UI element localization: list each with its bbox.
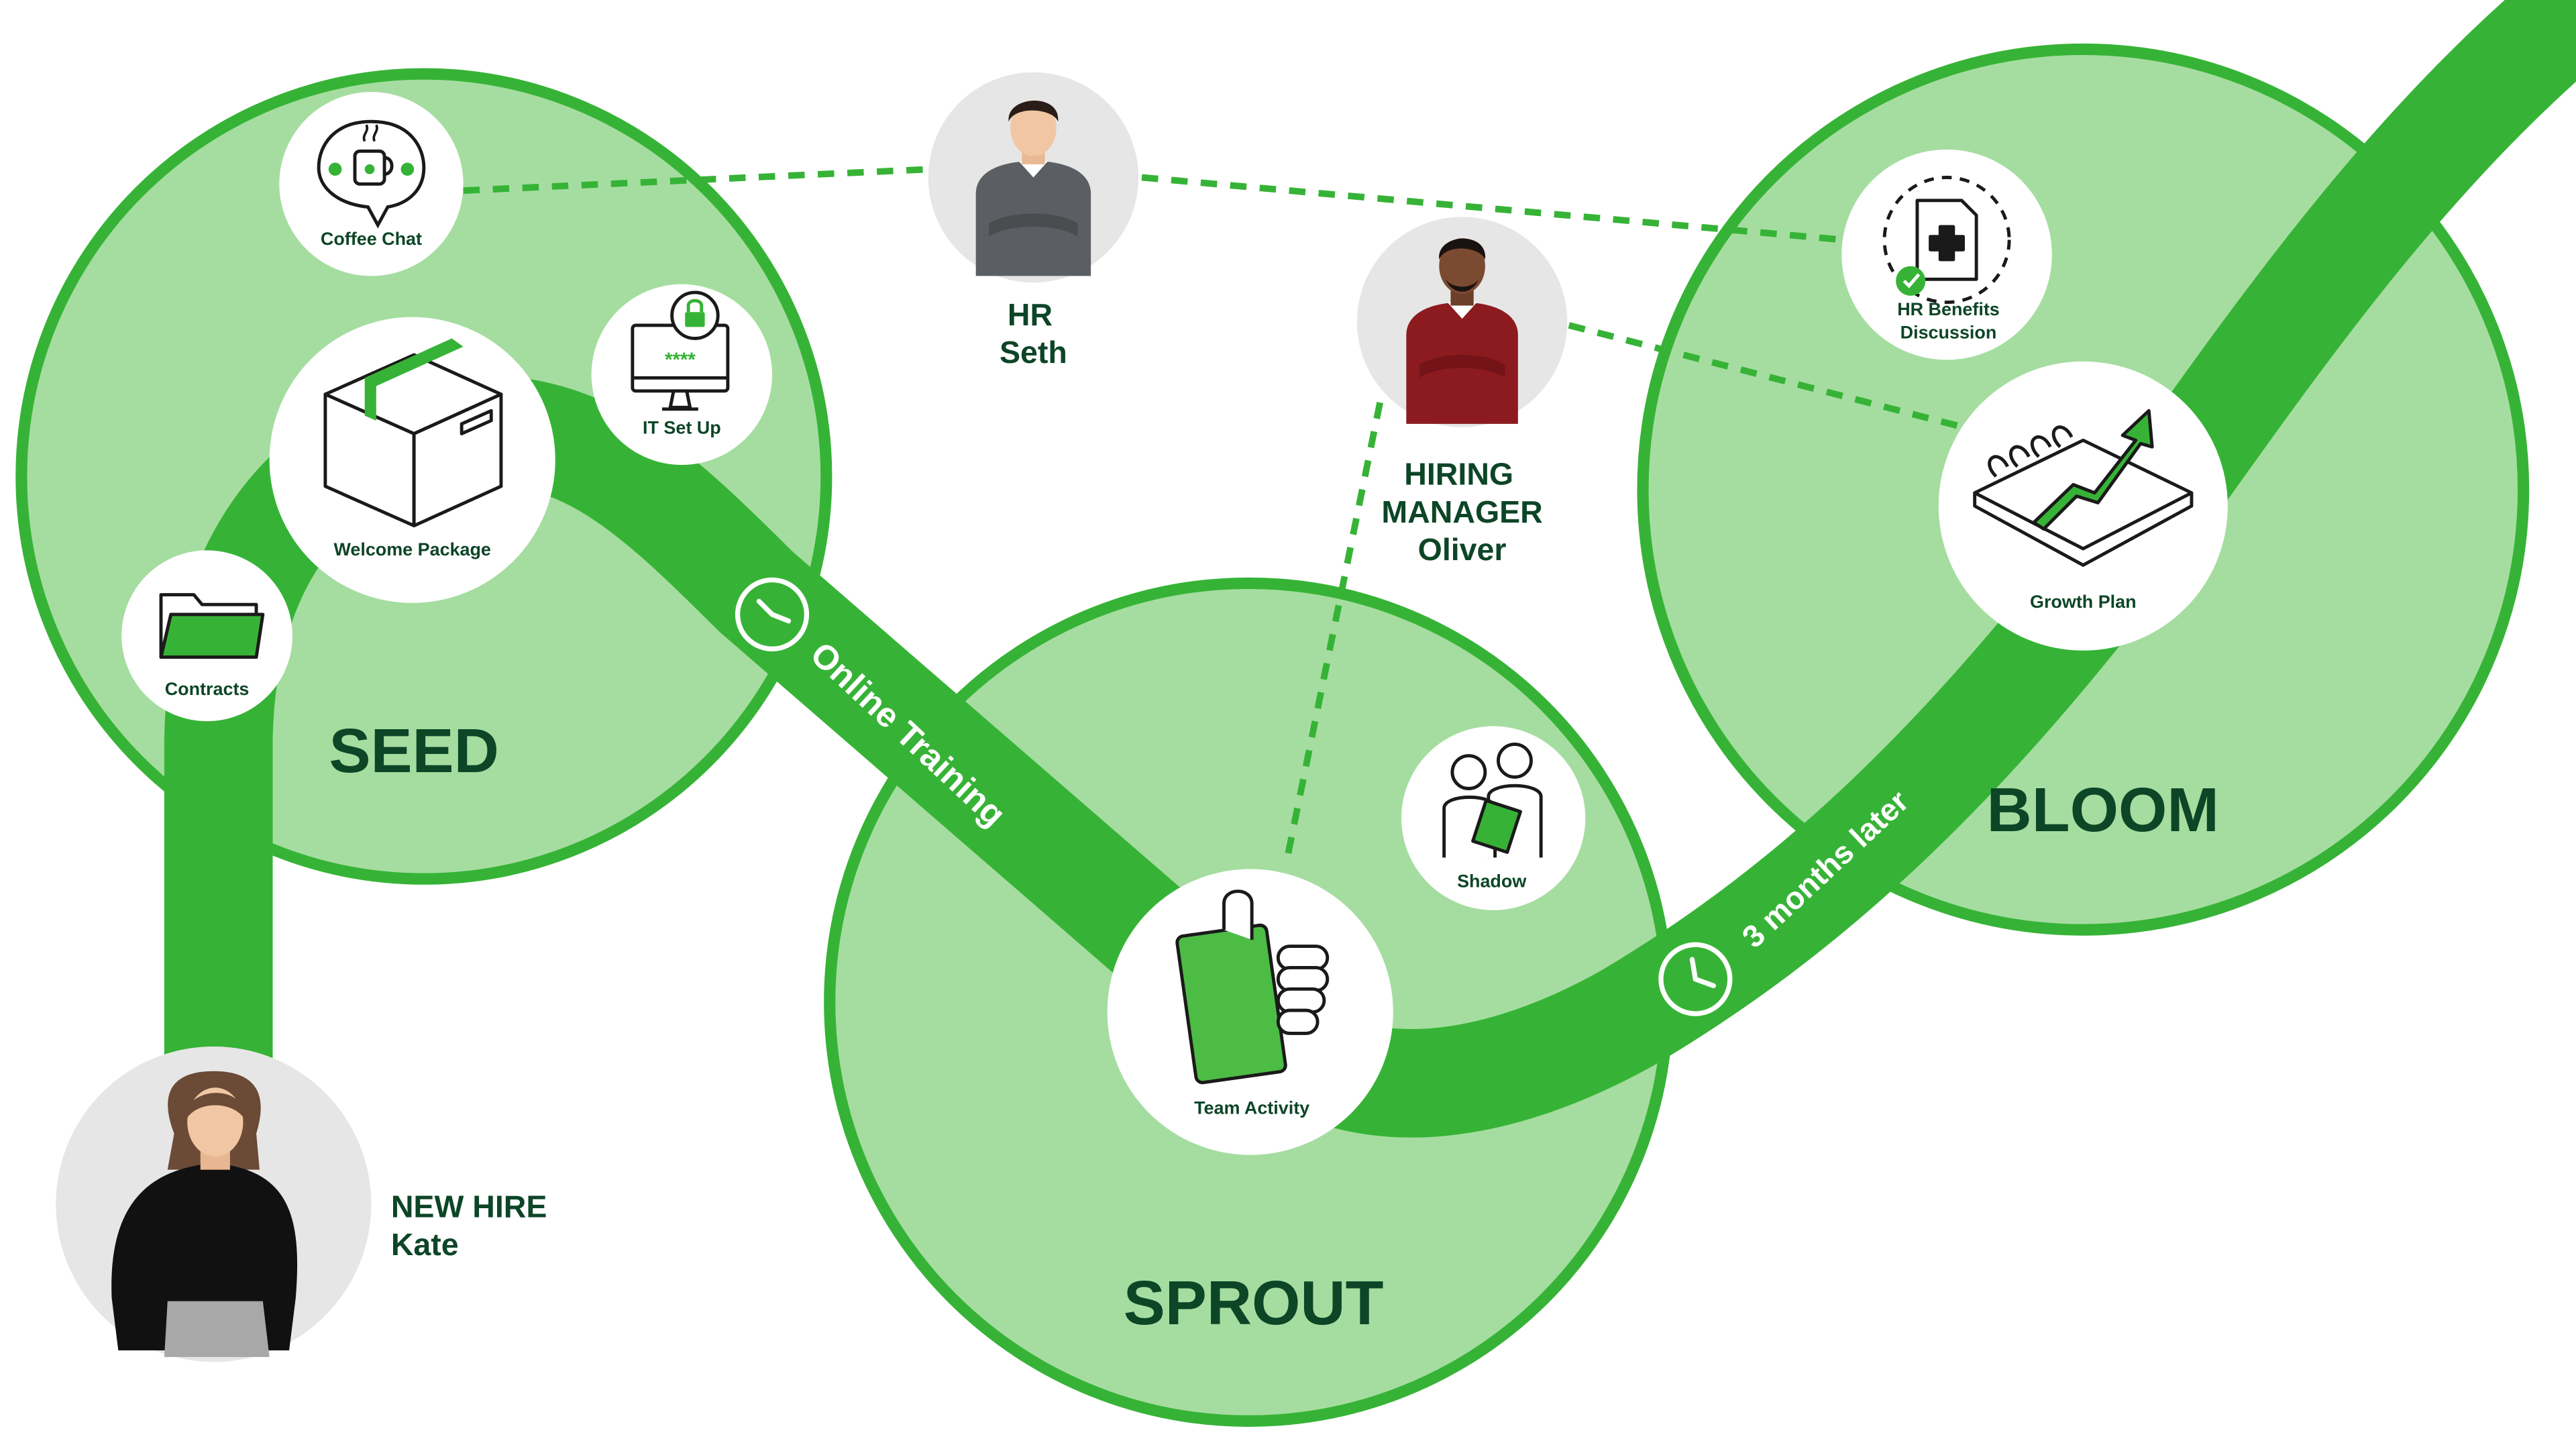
connector-manager-team (1283, 402, 1383, 863)
team-activity-node: Team Activity (1107, 869, 1393, 1155)
hr-role-label: HR (1008, 297, 1053, 332)
folder-icon (159, 593, 265, 659)
coffee-chat-icon (317, 119, 426, 229)
team-activity-label: Team Activity (1194, 1097, 1309, 1118)
coffee-chat-label: Coffee Chat (321, 229, 422, 249)
new-hire-name-label: Kate (391, 1227, 459, 1262)
password-mask: **** (665, 349, 696, 371)
manager-name-label: Oliver (1418, 532, 1507, 567)
dashed-connectors (463, 166, 1964, 863)
connector-manager-growth (1568, 322, 1964, 431)
hr-seth-avatar (928, 72, 1139, 283)
welcome-package-node: Welcome Package (269, 317, 555, 603)
growth-notebook-icon (1973, 409, 2194, 567)
connector-coffee-hr (463, 166, 930, 194)
hr-benefits-node: HR Benefits Discussion (1841, 149, 2052, 360)
it-setup-label: IT Set Up (643, 418, 721, 438)
welcome-package-label: Welcome Package (333, 539, 490, 559)
hr-benefits-label-line2: Discussion (1900, 322, 1997, 342)
contracts-label: Contracts (165, 679, 250, 699)
seed-stage-label: SEED (329, 716, 498, 786)
hr-name-label: Seth (1000, 335, 1067, 370)
hiring-manager-oliver-avatar (1356, 217, 1568, 427)
growth-plan-node: Growth Plan (1938, 361, 2228, 651)
computer-lock-icon: **** (631, 290, 730, 411)
new-hire-kate-avatar (56, 1046, 372, 1362)
man-gray-sweater-avatar (975, 100, 1091, 276)
coffee-chat-node: Coffee Chat (279, 92, 464, 276)
clock-icon (735, 577, 810, 652)
shadow-label: Shadow (1457, 871, 1526, 891)
woman-black-sweater-avatar (111, 1071, 298, 1357)
contracts-node: Contracts (121, 550, 292, 722)
manager-role-line2: MANAGER (1381, 494, 1542, 529)
shadow-people-icon (1442, 742, 1543, 858)
package-box-icon (323, 338, 503, 528)
man-red-sweater-avatar (1406, 238, 1518, 424)
thumbs-up-icon (1175, 890, 1330, 1085)
bloom-stage-label: BLOOM (1987, 775, 2219, 845)
check-badge-icon (1896, 266, 1926, 296)
hr-benefits-label-line1: HR Benefits (1897, 299, 2000, 319)
new-hire-role-label: NEW HIRE (391, 1189, 547, 1224)
sprout-stage-label: SPROUT (1124, 1268, 1384, 1338)
shadow-node: Shadow (1401, 726, 1586, 910)
it-setup-node: **** IT Set Up (591, 284, 773, 466)
dashed-ring (1882, 176, 2011, 305)
medical-document-icon (1915, 199, 1978, 281)
manager-role-line1: HIRING (1404, 456, 1513, 491)
growth-plan-label: Growth Plan (2030, 592, 2137, 612)
clock-icon (1658, 942, 1733, 1016)
